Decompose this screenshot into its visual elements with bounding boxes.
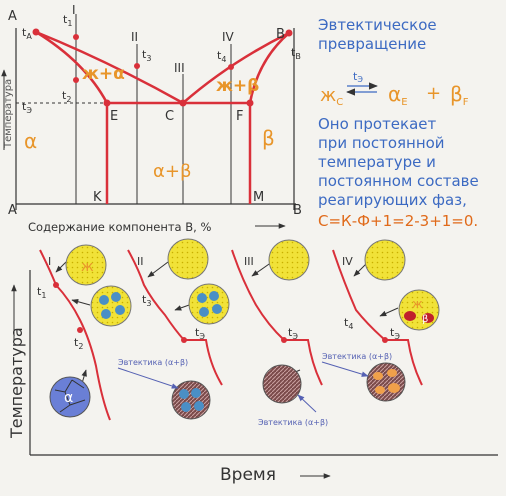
point-e	[103, 99, 111, 107]
cooling-temp-label: Температура	[7, 327, 26, 439]
liquid-symbol-i: ж	[81, 259, 94, 275]
point-iv-t4	[228, 64, 234, 70]
curve-iv-t4: t4	[344, 316, 353, 331]
structure-liquid-iii	[268, 239, 310, 281]
curve-i-t1: t1	[37, 285, 46, 300]
curve-iii: Эвтектика (α+β) III tЭ	[231, 239, 328, 427]
liquid-symbol-iv: ж	[412, 297, 423, 311]
tb-label: tB	[291, 46, 301, 61]
curve-iv-te: tЭ	[390, 326, 400, 341]
curve-i-t2: t2	[74, 336, 83, 351]
corner-a-bottom: А	[8, 203, 17, 218]
structure-liquid-i	[65, 244, 107, 286]
roman-i: I	[72, 3, 76, 17]
phase-diagram: А В А В I II III IV E C F K M tA tB tЭ t…	[1, 3, 302, 234]
eutectic-label-2: Эвтектика (α+β)	[258, 418, 328, 427]
structure-liquid-alpha-i	[90, 285, 132, 327]
curve-iv-roman: IV	[342, 255, 353, 268]
reaction-title-line2: превращение	[318, 35, 427, 53]
structure-liquid-ii	[167, 238, 209, 280]
desc-line-3: температуре и	[318, 153, 436, 171]
region-beta: β	[262, 126, 275, 150]
reaction-plus: +	[426, 83, 441, 104]
structure-eutectic-iv	[366, 362, 406, 402]
beta-symbol-iv: β	[422, 314, 428, 325]
cooling-time-label: Время	[220, 465, 276, 485]
corner-a-top: А	[8, 9, 17, 24]
curve-ii-roman: II	[137, 255, 144, 268]
point-i-t1	[73, 34, 79, 40]
structure-alpha-i	[49, 376, 91, 418]
corner-b-bottom: В	[293, 203, 302, 218]
t2-label: t2	[62, 89, 71, 104]
point-i-t2	[73, 77, 79, 83]
region-alpha-beta: α+β	[153, 161, 191, 182]
curve-i-roman: I	[48, 255, 51, 268]
point-ii-t3	[134, 63, 140, 69]
region-liquid-alpha: ж+α	[82, 64, 125, 84]
corner-b-top: В	[276, 27, 285, 42]
roman-iv: IV	[222, 30, 235, 44]
curve-iv: ж β Эвтектика (α+β) IV t4 tЭ	[321, 239, 440, 402]
roman-ii: II	[131, 30, 138, 44]
solidus-beta	[248, 32, 290, 104]
point-f	[246, 99, 254, 107]
cooling-curves: ж α I t1 t2	[7, 238, 498, 485]
alpha-symbol: α	[64, 390, 73, 406]
structure-liquid-iv	[364, 239, 406, 281]
desc-line-1: Оно протекает	[318, 115, 437, 133]
point-e-label: E	[110, 109, 118, 124]
structure-liquid-alpha-ii	[188, 283, 230, 325]
t4-label: t4	[217, 49, 226, 64]
reaction-liquid: жC	[320, 85, 343, 108]
point-c	[179, 99, 187, 107]
eutectic-label-1: Эвтектика (α+β)	[118, 358, 188, 367]
temp-axis-label: Температура	[3, 79, 14, 149]
desc-line-4: постоянном составе	[318, 172, 479, 190]
solidus-alpha	[35, 30, 109, 104]
curve-ii: Эвтектика (α+β) II t3 tЭ	[117, 238, 230, 420]
curve-iii-roman: III	[244, 255, 254, 268]
te-label: tЭ	[22, 100, 32, 115]
structure-eutectic-iii	[262, 364, 302, 404]
curve-ii-t3: t3	[142, 293, 151, 308]
point-m-label: M	[253, 190, 264, 205]
region-alpha: α	[24, 129, 37, 153]
t1-label: t1	[63, 13, 72, 28]
structure-eutectic-ii	[171, 380, 211, 420]
curve-ii-te: tЭ	[195, 326, 205, 341]
point-f-label: F	[236, 109, 243, 124]
desc-line-2: при постоянной	[318, 134, 445, 152]
curve-iii-te: tЭ	[288, 326, 298, 341]
ta-label: tA	[22, 26, 32, 41]
phase-rule-formula: С=К-Ф+1=2-3+1=0.	[318, 212, 479, 230]
roman-iii: III	[174, 61, 185, 75]
point-tb	[285, 29, 293, 37]
eutectic-label-3: Эвтектика (α+β)	[322, 352, 392, 361]
point-k-label: K	[93, 190, 102, 205]
point-c-label: C	[165, 109, 174, 124]
region-liquid-beta: ж+β	[216, 76, 259, 96]
composition-axis-label: Содержание компонента В, %	[28, 220, 211, 234]
arrow-temp-label: tЭ	[353, 70, 363, 84]
point-ta	[32, 28, 40, 36]
curve-i: ж α I t1 t2	[37, 244, 132, 421]
desc-line-5: реагирующих фаз,	[318, 191, 467, 209]
t3-label: t3	[142, 48, 151, 63]
reaction-alpha: αE	[388, 82, 408, 108]
reaction-beta: βF	[450, 82, 469, 108]
eutectic-reaction: жC tЭ αE + βF	[320, 70, 469, 108]
reaction-title-line1: Эвтектическое	[318, 16, 437, 34]
